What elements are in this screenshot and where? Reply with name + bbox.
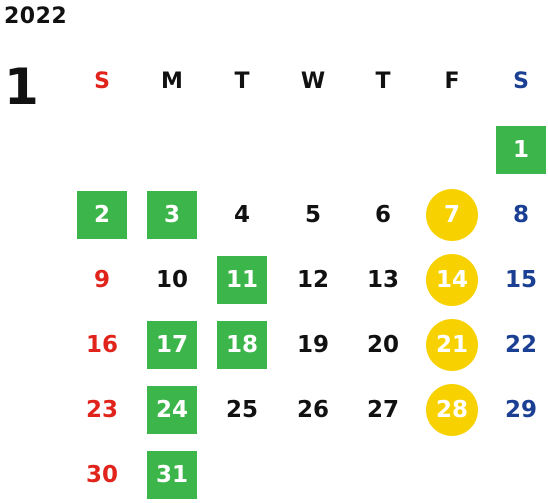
day-5: 5 xyxy=(304,202,321,228)
day-20: 20 xyxy=(366,332,399,358)
day-28: 28 xyxy=(426,384,478,436)
weekday-fri: F xyxy=(444,69,460,94)
day-24: 24 xyxy=(147,386,197,434)
day-29: 29 xyxy=(504,397,537,423)
day-23: 23 xyxy=(85,397,118,423)
weekday-tue: T xyxy=(234,69,250,94)
day-1: 1 xyxy=(496,126,546,174)
day-22: 22 xyxy=(504,332,537,358)
day-7: 7 xyxy=(426,189,478,241)
month-label: 1 xyxy=(4,58,39,116)
day-10: 10 xyxy=(155,267,188,293)
weekday-mon: M xyxy=(161,69,183,94)
day-6: 6 xyxy=(374,202,391,228)
weekday-header: S M T W T F S xyxy=(0,64,548,100)
day-15: 15 xyxy=(504,267,537,293)
day-30: 30 xyxy=(85,462,118,488)
day-11: 11 xyxy=(217,256,267,304)
day-8: 8 xyxy=(512,202,529,228)
weekday-sun: S xyxy=(94,69,110,94)
day-2: 2 xyxy=(77,191,127,239)
year-label: 2022 xyxy=(4,4,68,29)
weekday-thu: T xyxy=(375,69,391,94)
day-13: 13 xyxy=(366,267,399,293)
day-18: 18 xyxy=(217,321,267,369)
day-27: 27 xyxy=(366,397,399,423)
day-12: 12 xyxy=(296,267,329,293)
day-3: 3 xyxy=(147,191,197,239)
weekday-sat: S xyxy=(513,69,529,94)
day-21: 21 xyxy=(426,319,478,371)
day-4: 4 xyxy=(233,202,250,228)
day-31: 31 xyxy=(147,451,197,499)
day-14: 14 xyxy=(426,254,478,306)
day-16: 16 xyxy=(85,332,118,358)
day-25: 25 xyxy=(225,397,258,423)
day-19: 19 xyxy=(296,332,329,358)
day-26: 26 xyxy=(296,397,329,423)
weekday-wed: W xyxy=(300,69,326,94)
day-9: 9 xyxy=(93,267,110,293)
day-17: 17 xyxy=(147,321,197,369)
